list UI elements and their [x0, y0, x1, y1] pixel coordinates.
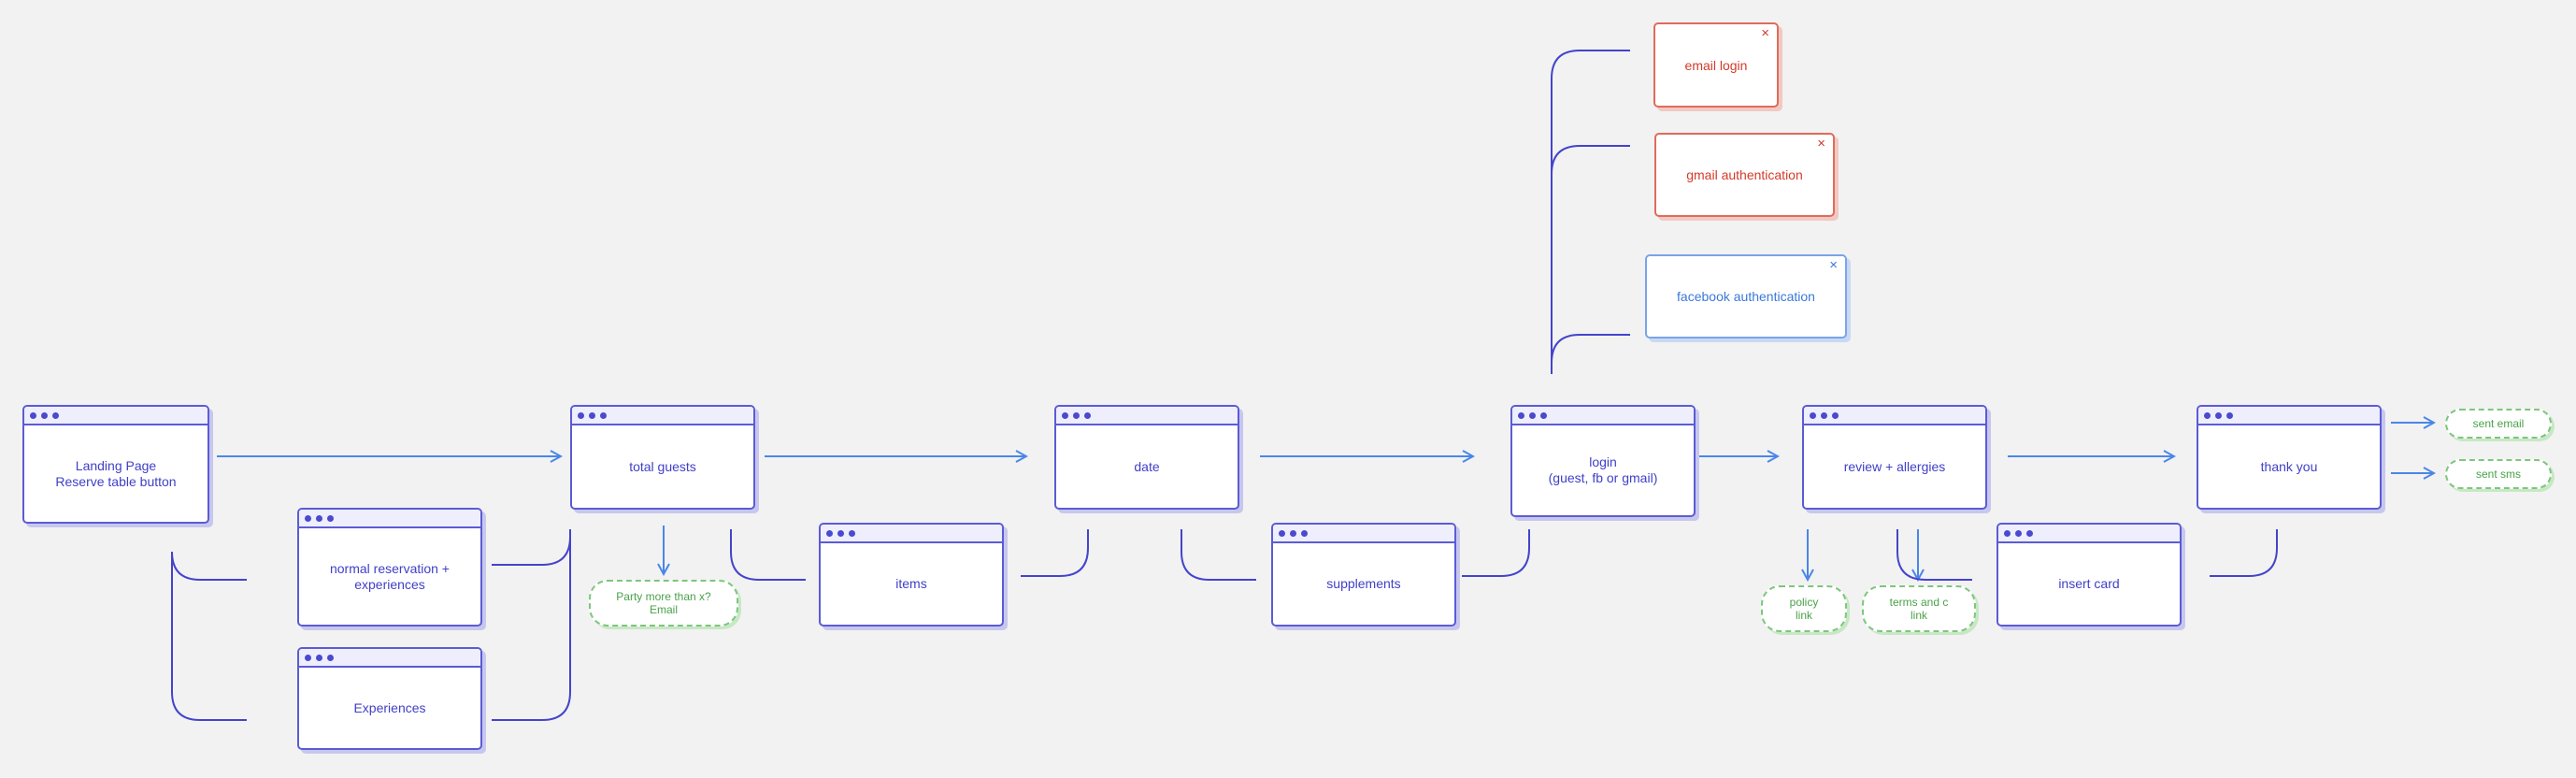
bracket-options-to-guests [492, 529, 571, 721]
window-dot-icon [1529, 411, 1536, 419]
window-dot-icon [2226, 411, 2233, 419]
screen-label: total guests [629, 458, 696, 474]
window-dot-icon [1073, 411, 1080, 419]
window-dot-icon [2204, 411, 2211, 419]
screen-label: thank you [2260, 458, 2318, 474]
window-titlebar [821, 525, 1002, 543]
screen-date[interactable]: date [1054, 405, 1239, 510]
screen-normal-reservation[interactable]: normal reservation + experiences [297, 508, 482, 627]
modal-facebook-authentication[interactable]: × facebook authentication [1645, 254, 1847, 339]
close-icon[interactable]: × [1829, 257, 1838, 273]
screen-insert-card[interactable]: insert card [1996, 523, 2182, 627]
note-sent-sms: sent sms [2445, 459, 2552, 489]
window-dot-icon [589, 411, 595, 419]
window-dot-icon [1821, 411, 1827, 419]
window-dot-icon [2004, 529, 2011, 537]
window-dot-icon [1084, 411, 1091, 419]
note-sent-email: sent email [2445, 409, 2552, 439]
window-titlebar [1512, 407, 1694, 425]
window-dot-icon [2015, 529, 2022, 537]
window-dot-icon [305, 514, 311, 522]
screen-label: supplements [1326, 576, 1401, 591]
window-dot-icon [305, 654, 311, 661]
window-titlebar [1804, 407, 1985, 425]
flow-arrows [217, 423, 2434, 580]
note-terms-link[interactable]: terms and c link [1862, 585, 1976, 632]
window-dot-icon [600, 411, 607, 419]
screen-label: Experiences [353, 699, 426, 715]
window-dot-icon [1062, 411, 1068, 419]
window-dot-icon [1540, 411, 1547, 419]
window-dot-icon [1279, 529, 1285, 537]
window-dot-icon [316, 654, 322, 661]
screen-experiences[interactable]: Experiences [297, 647, 482, 750]
window-titlebar [1056, 407, 1238, 425]
window-dot-icon [2026, 529, 2033, 537]
window-dot-icon [578, 411, 584, 419]
modal-gmail-authentication[interactable]: × gmail authentication [1654, 133, 1835, 217]
bracket-supplements-to-login [1462, 529, 1530, 577]
screen-label: items [895, 576, 927, 591]
window-dot-icon [1518, 411, 1524, 419]
note-policy-link[interactable]: policy link [1761, 585, 1847, 632]
modal-label: facebook authentication [1677, 289, 1815, 304]
screen-landing-page[interactable]: Landing Page Reserve table button [22, 405, 209, 524]
window-dot-icon [2215, 411, 2222, 419]
bracket-landing-to-options [171, 551, 247, 721]
window-dot-icon [849, 529, 855, 537]
screen-login[interactable]: login (guest, fb or gmail) [1510, 405, 1696, 517]
branch-brackets [171, 50, 2278, 721]
screen-label: login (guest, fb or gmail) [1548, 454, 1658, 485]
window-dot-icon [1832, 411, 1839, 419]
screen-label: insert card [2058, 576, 2120, 591]
window-titlebar [2198, 407, 2380, 425]
window-dot-icon [327, 654, 334, 661]
screen-total-guests[interactable]: total guests [570, 405, 755, 510]
window-dot-icon [30, 411, 36, 419]
screen-supplements[interactable]: supplements [1271, 523, 1456, 627]
window-dot-icon [327, 514, 334, 522]
modal-label: gmail authentication [1686, 167, 1803, 182]
window-dot-icon [41, 411, 48, 419]
window-dot-icon [316, 514, 322, 522]
screen-items[interactable]: items [819, 523, 1004, 627]
window-dot-icon [1290, 529, 1296, 537]
note-party-more-than-x: Party more than x? Email [589, 580, 738, 627]
window-titlebar [1273, 525, 1454, 543]
modal-email-login[interactable]: × email login [1653, 22, 1779, 108]
modal-label: email login [1684, 57, 1748, 73]
bracket-date-to-supplements [1181, 529, 1256, 581]
screen-label: date [1134, 458, 1160, 474]
window-dot-icon [826, 529, 833, 537]
window-titlebar [24, 407, 208, 425]
window-dot-icon [1810, 411, 1816, 419]
screen-label: review + allergies [1843, 458, 1946, 474]
window-titlebar [299, 649, 480, 668]
window-dot-icon [837, 529, 844, 537]
window-dot-icon [52, 411, 59, 419]
screen-label: normal reservation + experiences [329, 560, 450, 592]
window-titlebar [299, 510, 480, 528]
bracket-guests-to-items [730, 529, 806, 581]
close-icon[interactable]: × [1817, 136, 1825, 151]
screen-review-allergies[interactable]: review + allergies [1802, 405, 1987, 510]
bracket-card-to-thankyou [2210, 529, 2278, 577]
screen-thank-you[interactable]: thank you [2197, 405, 2382, 510]
window-titlebar [572, 407, 753, 425]
close-icon[interactable]: × [1761, 25, 1769, 41]
screen-label: Landing Page Reserve table button [55, 457, 177, 489]
window-dot-icon [1301, 529, 1308, 537]
bracket-review-to-card [1896, 529, 1972, 581]
bracket-login-to-auth [1551, 50, 1630, 374]
bracket-items-to-date [1021, 529, 1089, 577]
window-titlebar [1998, 525, 2180, 543]
